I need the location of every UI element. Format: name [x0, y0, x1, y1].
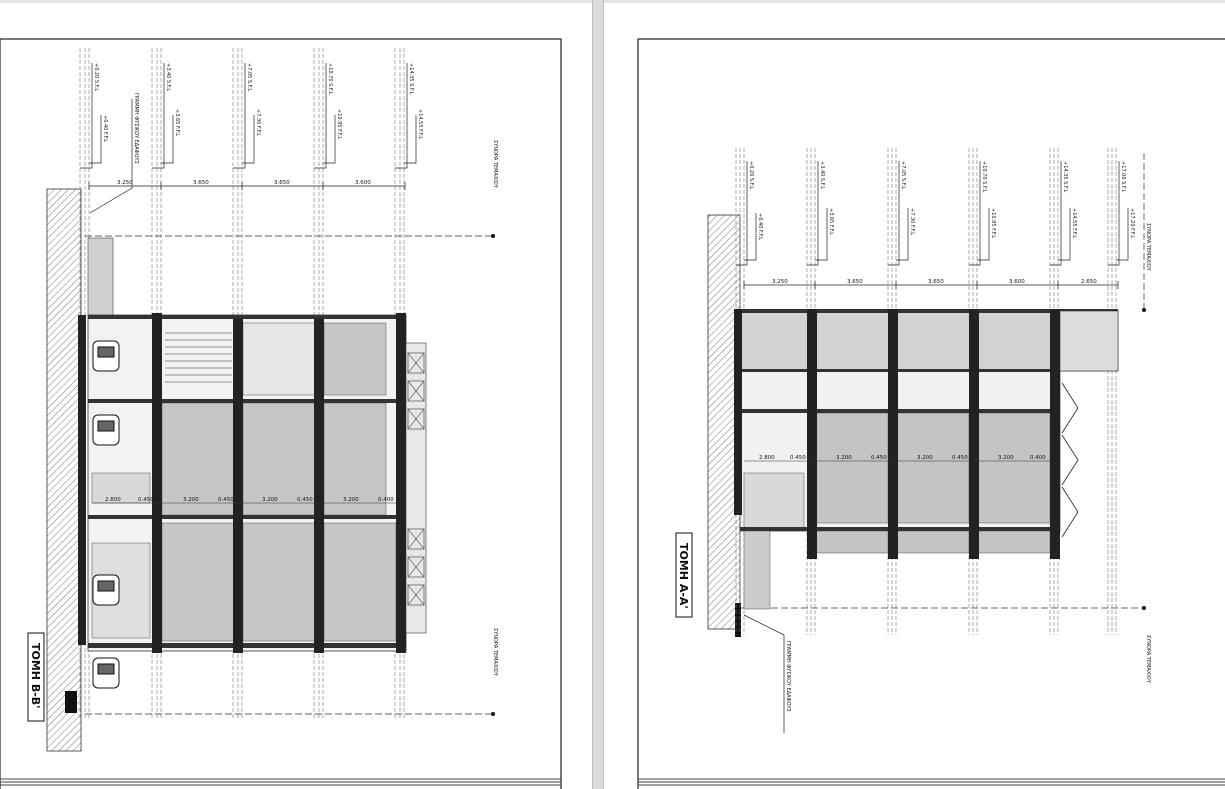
drawing-page-left: +0.20 S.F.L +0.40 F.F.L +3.40 S.F.L +3.6…	[0, 3, 592, 789]
level-label: +7.30 F.F.L	[909, 208, 915, 235]
depth-dimension: 0.450	[790, 455, 806, 461]
level-label: +14.35 S.F.L	[408, 63, 414, 95]
level-label: +14.35 S.F.L	[1062, 161, 1068, 193]
level-label: +17.00 S.F.L	[1120, 161, 1126, 193]
depth-dimension: 0.450	[871, 455, 887, 461]
depth-dimension: 3.200	[262, 497, 278, 503]
depth-dimension: 0.450	[138, 497, 154, 503]
natural-ground-label: ΓΡΑΜΜΗ ΦΥΣΙΚΟΥ ΕΔΑΦΟΥΣ	[785, 641, 791, 712]
level-label: +0.20 S.F.L	[93, 63, 99, 91]
section-title: ΤΟΜΗ Β-Β'	[29, 643, 42, 709]
level-label: +10.70 S.F.L	[981, 161, 987, 193]
depth-dimension: 2.800	[759, 455, 775, 461]
level-label: +7.05 S.F.L	[246, 63, 252, 91]
level-label: +3.40 S.F.L	[165, 63, 171, 91]
level-label: +3.65 F.F.L	[174, 109, 180, 136]
depth-dimension: 3.200	[183, 497, 199, 503]
section-drawing-a: +0.20 S.F.L +0.40 F.F.L +3.40 S.F.L +3.6…	[637, 38, 1225, 789]
depth-dimension: 0.400	[378, 497, 394, 503]
depth-dimension: 0.450	[218, 497, 234, 503]
level-label: +3.40 S.F.L	[819, 161, 825, 189]
storey-dimension: 3.250	[117, 180, 133, 186]
level-label: +3.65 F.F.L	[828, 208, 834, 235]
storey-dimension: 3.600	[1009, 279, 1025, 285]
level-label: +14.55 F.F.L	[1071, 208, 1077, 238]
drawing-page-right: +0.20 S.F.L +0.40 F.F.L +3.40 S.F.L +3.6…	[604, 3, 1225, 789]
level-label: +7.30 F.F.L	[255, 109, 261, 136]
storey-dimension: 3.650	[193, 180, 209, 186]
level-label: +0.40 F.F.L	[102, 115, 108, 142]
level-label: +10.95 F.F.L	[990, 208, 996, 238]
level-label: +14.55 F.F.L	[417, 109, 423, 139]
storey-dimension: 3.650	[847, 279, 863, 285]
plot-boundary-label: ΣΥΝΟΡΑ ΤΕΜΑΧΙΟΥ	[492, 628, 498, 677]
storey-dimension: 3.650	[274, 180, 290, 186]
depth-dimension: 3.200	[836, 455, 852, 461]
level-label: +0.20 S.F.L	[748, 161, 754, 189]
level-label: +7.05 S.F.L	[900, 161, 906, 189]
depth-dimension: 2.800	[105, 497, 121, 503]
plot-boundary-label: ΣΥΝΟΡΑ ΤΕΜΑΧΙΟΥ	[1145, 635, 1151, 684]
depth-dimension: 3.200	[917, 455, 933, 461]
section-title: ΤΟΜΗ Α-Α'	[677, 543, 690, 609]
depth-dimension: 3.200	[998, 455, 1014, 461]
plot-boundary-label: ΣΥΝΟΡΑ ΤΕΜΑΧΙΟΥ	[492, 140, 498, 189]
natural-ground-label: ΓΡΑΜΜΗ ΦΥΣΙΚΟΥ ΕΔΑΦΟΥΣ	[133, 93, 139, 164]
depth-dimension: 0.400	[1030, 455, 1046, 461]
storey-dimension: 2.650	[1081, 279, 1097, 285]
level-label: +17.20 F.F.L	[1129, 208, 1135, 238]
level-label: +0.40 F.F.L	[757, 213, 763, 240]
section-drawing-b: +0.20 S.F.L +0.40 F.F.L +3.40 S.F.L +3.6…	[0, 38, 562, 789]
page-gutter	[592, 0, 604, 789]
depth-dimension: 3.200	[343, 497, 359, 503]
level-label: +10.70 S.F.L	[327, 63, 333, 95]
level-label: +10.95 F.F.L	[336, 109, 342, 139]
storey-dimension: 3.600	[355, 180, 371, 186]
depth-dimension: 0.450	[297, 497, 313, 503]
storey-dimension: 3.250	[772, 279, 788, 285]
storey-dimension: 3.650	[928, 279, 944, 285]
plot-boundary-label: ΣΥΝΟΡΑ ΤΕΜΑΧΙΟΥ	[1145, 223, 1151, 272]
depth-dimension: 0.450	[952, 455, 968, 461]
